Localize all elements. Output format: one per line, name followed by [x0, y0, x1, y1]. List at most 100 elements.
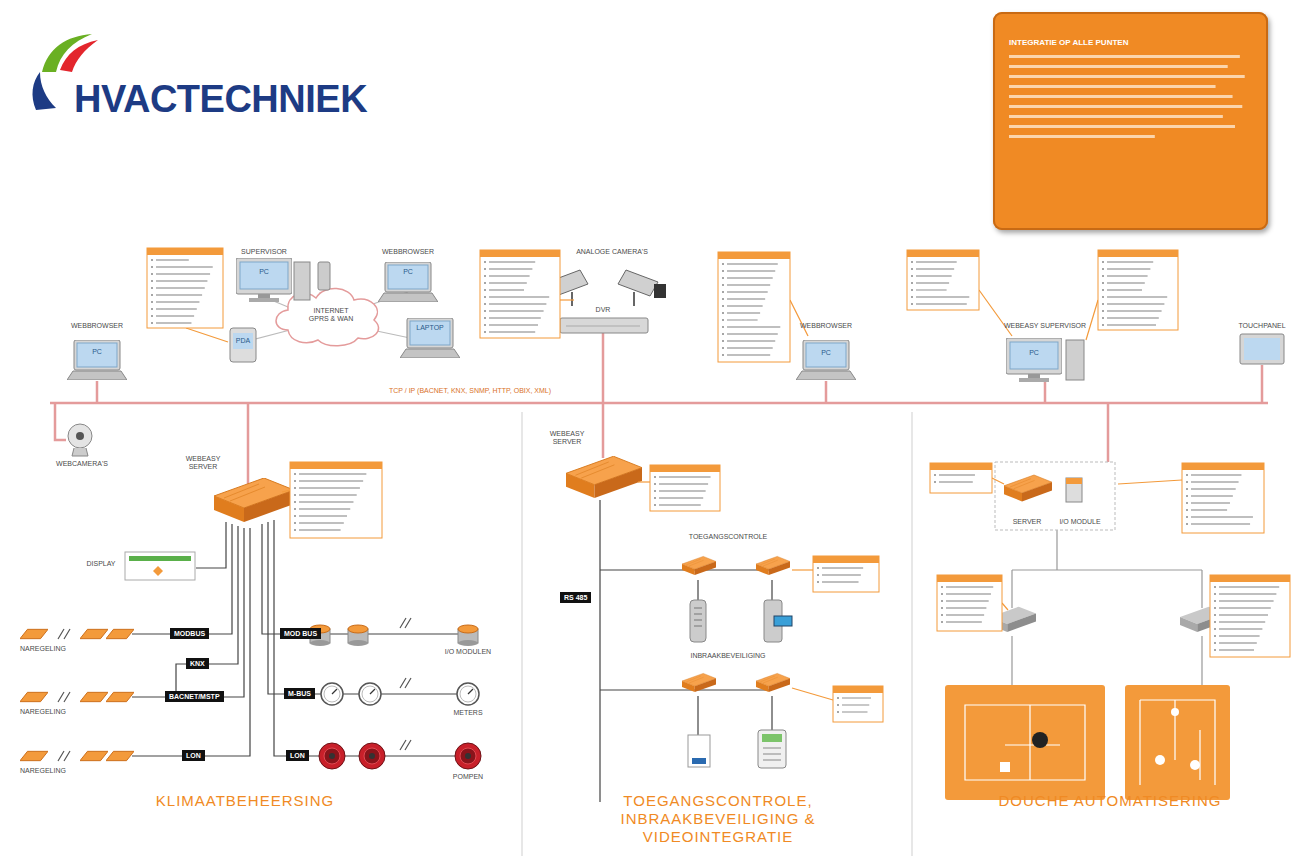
callouts [939, 481, 973, 482]
callouts [1086, 300, 1098, 340]
callouts [1219, 607, 1271, 608]
callouts [1214, 649, 1216, 651]
break-marks [400, 618, 411, 750]
callouts [1102, 268, 1104, 270]
callouts [484, 317, 486, 319]
callouts [941, 593, 943, 595]
field-wiring [262, 524, 468, 634]
callouts [1102, 282, 1104, 284]
callouts [1219, 586, 1279, 587]
callouts [916, 282, 949, 283]
naregeling-units [106, 692, 134, 701]
field-wiring [268, 522, 466, 694]
protocol-tag: MODBUS [170, 628, 209, 639]
shower-panels [1155, 755, 1165, 765]
callouts [727, 284, 770, 285]
callouts [1102, 261, 1104, 263]
panel-small-print [1009, 55, 1252, 195]
callouts [1107, 282, 1145, 283]
device-label: WEBEASY SERVER [544, 430, 590, 446]
callouts [151, 322, 153, 324]
callouts [484, 310, 486, 312]
callouts [156, 259, 189, 260]
callouts [654, 504, 656, 506]
callouts [842, 704, 869, 705]
callouts [1186, 516, 1188, 518]
security-devices [774, 616, 792, 626]
callouts [294, 494, 296, 496]
callouts [727, 277, 773, 278]
io-modules [348, 625, 368, 646]
device-label: POMPEN [453, 773, 483, 781]
device-label: SUPERVISOR [241, 248, 287, 256]
callouts [489, 331, 535, 332]
callouts [792, 569, 813, 570]
callouts [1191, 474, 1241, 475]
callouts [650, 465, 720, 511]
naregeling-units [58, 751, 70, 761]
callouts [941, 600, 943, 602]
callouts [294, 529, 296, 531]
callouts [659, 483, 708, 484]
protocol-tag: BACNET/MSTP [165, 691, 224, 702]
naregeling-units [106, 629, 134, 638]
callouts [1186, 502, 1188, 504]
tag-text: MOD BUS [284, 630, 317, 637]
callouts [1102, 296, 1104, 298]
callouts [911, 275, 913, 277]
panel-small-print [1009, 75, 1245, 78]
tag-text: RS 485 [564, 594, 587, 601]
callouts [484, 261, 486, 263]
callouts [1102, 317, 1104, 319]
callouts [722, 347, 724, 349]
callouts [1214, 614, 1216, 616]
callouts [484, 289, 486, 291]
callouts [484, 303, 486, 305]
computers [796, 340, 856, 380]
callouts [1102, 303, 1104, 305]
naregeling-units [80, 692, 108, 701]
computers [1006, 338, 1062, 382]
callouts [294, 487, 296, 489]
callouts [1107, 268, 1150, 269]
callouts [1219, 635, 1260, 636]
callouts [946, 614, 984, 615]
callouts [1219, 649, 1254, 650]
meters [321, 683, 479, 705]
servers [1066, 478, 1082, 502]
protocol-tag: M-BUS [284, 688, 315, 699]
callouts [833, 686, 883, 722]
callouts [722, 319, 724, 321]
callouts [151, 308, 153, 310]
callouts [156, 273, 210, 274]
callouts [489, 268, 532, 269]
callouts [151, 266, 153, 268]
device-label: I/O MODULEN [445, 648, 491, 656]
callouts [151, 287, 153, 289]
protocol-tag: LON [286, 750, 309, 761]
callouts [489, 275, 530, 276]
computers [294, 262, 310, 300]
callouts [151, 315, 153, 317]
callouts [822, 574, 861, 575]
computers [233, 333, 253, 349]
callouts [837, 697, 839, 699]
callouts [659, 497, 703, 498]
callouts [489, 317, 541, 318]
callouts [1214, 593, 1216, 595]
callouts [946, 600, 989, 601]
naregeling-units [80, 751, 108, 760]
callouts [1191, 509, 1227, 510]
screen-label: LAPTOP [416, 324, 444, 332]
callouts [1107, 303, 1164, 304]
network-bus [50, 402, 1268, 405]
field-wiring [600, 500, 772, 802]
tag-text: BACNET/MSTP [169, 693, 220, 700]
callouts [833, 686, 883, 693]
tag-text: MODBUS [174, 630, 205, 637]
panel-small-print [1009, 65, 1228, 68]
device-label: DISPLAY [86, 560, 115, 568]
callouts [1191, 488, 1236, 489]
webcam [76, 432, 84, 440]
logo-title: HVACTECHNIEK [74, 78, 367, 122]
